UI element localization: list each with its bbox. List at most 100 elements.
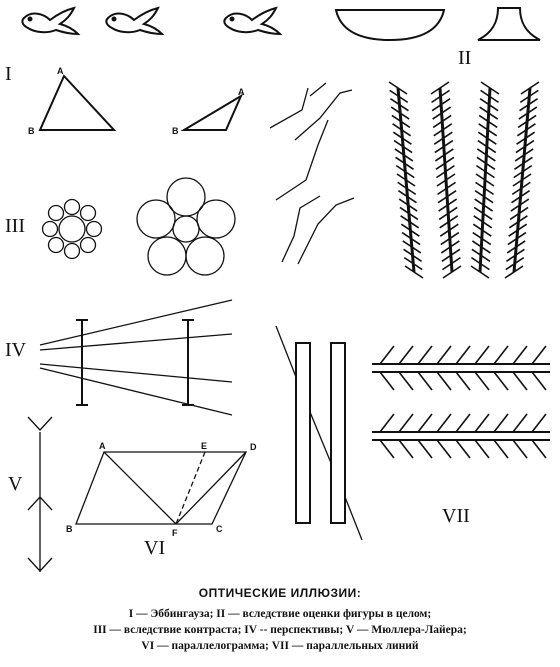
zigzag-line-left	[269, 87, 309, 129]
hatch-stroke	[393, 139, 413, 154]
hatch-stroke	[392, 123, 412, 137]
arrow-stroke	[398, 371, 414, 391]
hatch-stroke	[516, 123, 536, 137]
arrow-stroke	[398, 345, 414, 365]
caption-line-1: I — Эббингауза; II — вследствие оценки ф…	[128, 608, 432, 620]
bowl-shape	[334, 9, 446, 42]
hatch-stroke	[478, 114, 498, 129]
hatch-stroke	[435, 156, 455, 170]
bird-figure-3	[223, 6, 283, 36]
hatch-stroke	[510, 198, 530, 212]
hatch-stroke	[471, 256, 490, 271]
arrow-stroke	[455, 439, 471, 459]
hatch-stroke	[512, 173, 532, 187]
hatch-stroke	[400, 215, 420, 229]
arrow-stroke	[417, 413, 433, 433]
hatch-stroke	[439, 223, 459, 237]
arrow-stroke	[512, 413, 528, 433]
hatch-stroke	[395, 164, 415, 179]
hatch-stroke	[471, 240, 491, 254]
arrow-stroke	[398, 413, 414, 433]
hatch-stroke	[474, 190, 494, 204]
arrow-stroke	[493, 439, 509, 459]
arrow-stroke	[512, 345, 528, 365]
zigzag-line-right-2	[294, 89, 353, 141]
arrow-stroke	[398, 439, 414, 459]
hatch-stroke	[442, 265, 462, 279]
hatch-stroke	[519, 89, 539, 104]
point-F-VI: F	[172, 528, 178, 538]
hatch-stroke	[433, 131, 453, 145]
hatch-stroke	[404, 265, 424, 279]
arrow-stroke	[379, 371, 395, 391]
arrow-stroke	[379, 413, 395, 433]
hatch-stroke	[437, 181, 456, 196]
parallel-lines-figure	[372, 345, 550, 459]
arrow-stroke	[474, 413, 490, 433]
point-B-large: B	[28, 126, 35, 136]
label-III: III	[5, 215, 25, 237]
arrow-stroke	[493, 345, 509, 365]
arrow-stroke	[531, 371, 547, 391]
hatch-stroke	[518, 106, 538, 120]
arrow-stroke	[417, 439, 433, 459]
hatch-stroke	[480, 89, 499, 104]
arrow-stroke	[474, 345, 490, 365]
zigzag-line-right	[309, 82, 327, 97]
hatch-stroke	[434, 139, 454, 154]
arrow-stroke	[531, 345, 547, 365]
hatch-stroke	[403, 256, 423, 271]
arrow-stroke	[474, 371, 490, 391]
point-C-VI: C	[216, 524, 223, 534]
hatch-stroke	[479, 106, 499, 120]
hatch-stroke	[438, 198, 458, 212]
point-D-VI: D	[250, 442, 257, 452]
hatch-stroke	[476, 156, 496, 170]
arrow-stroke	[417, 345, 433, 365]
hatch-stroke	[476, 164, 495, 179]
hatch-stroke	[441, 248, 461, 262]
hatch-stroke	[511, 190, 530, 204]
label-VII: VII	[442, 505, 470, 527]
bird-figure-1	[21, 6, 81, 36]
hatch-stroke	[399, 206, 419, 221]
zigzag-line-bottom-2	[297, 197, 355, 265]
hatch-stroke	[478, 123, 498, 137]
hatch-stroke	[438, 206, 458, 221]
arrow-stroke	[436, 371, 452, 391]
point-E-VI: E	[201, 441, 207, 451]
hatch-stroke	[432, 106, 452, 120]
hatch-stroke	[508, 215, 528, 229]
arrow-stroke	[379, 345, 395, 365]
hatch-stroke	[477, 131, 497, 145]
hatch-stroke	[507, 231, 527, 246]
figure-caption: ОПТИЧЕСКИЕ ИЛЛЮЗИИ: I — Эббингауза; II —…	[0, 586, 560, 654]
hatch-stroke	[389, 89, 409, 104]
hatch-stroke	[401, 231, 421, 246]
label-IV: IV	[5, 339, 27, 361]
hatch-stroke	[440, 231, 460, 246]
parallelogram-figure	[75, 451, 248, 525]
point-A-VI: A	[99, 441, 106, 451]
hatch-stroke	[476, 148, 496, 162]
hatch-stroke	[514, 148, 534, 162]
hatch-stroke	[437, 190, 457, 204]
large-triangle	[38, 74, 117, 131]
hatch-stroke	[517, 114, 537, 129]
hatch-stroke	[395, 156, 414, 170]
hatch-stroke	[400, 223, 420, 237]
arrow-stroke	[436, 439, 452, 459]
point-A-large: A	[57, 66, 64, 76]
hatch-stroke	[432, 114, 452, 129]
hatch-stroke	[516, 131, 536, 145]
arrow-stroke	[455, 413, 471, 433]
hatch-stroke	[436, 164, 455, 179]
caption-line-3: VI — параллелограмма; VII — параллельных…	[141, 640, 419, 652]
perspective-equal-segments	[76, 319, 194, 406]
hatch-stroke	[514, 156, 533, 170]
hatch-stroke	[396, 173, 416, 187]
arrow-stroke	[474, 439, 490, 459]
stand-shape	[477, 7, 541, 41]
hatch-stroke	[505, 256, 525, 271]
